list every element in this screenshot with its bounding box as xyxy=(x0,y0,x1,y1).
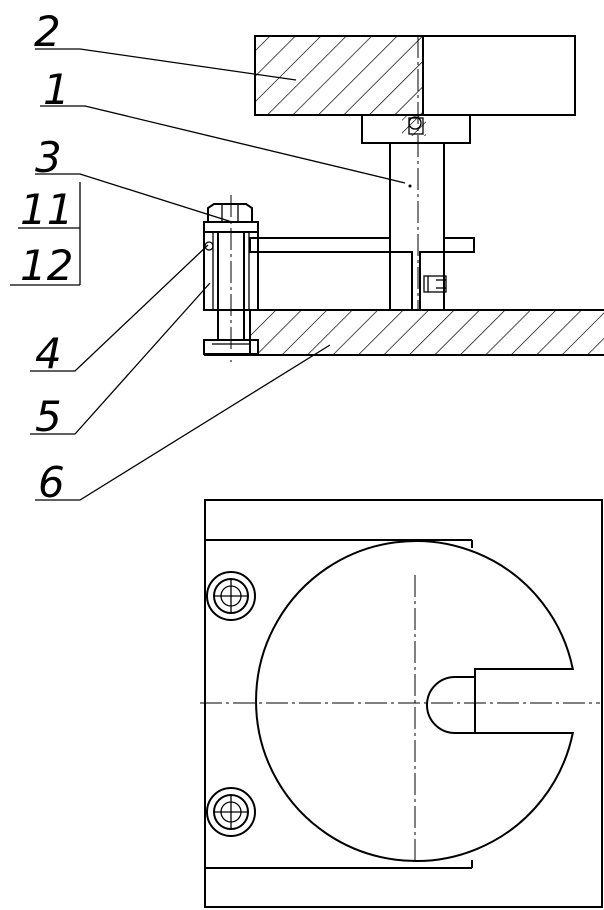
leader-lines xyxy=(10,48,406,501)
callout-1: 1 xyxy=(43,65,70,114)
callout-12: 12 xyxy=(20,241,73,290)
part-6-base-plate xyxy=(204,309,604,356)
part-holder xyxy=(361,114,471,144)
part-2-upper-block xyxy=(254,35,576,116)
bolt-bottom-plan xyxy=(206,787,256,837)
callout-11: 11 xyxy=(20,185,73,234)
callout-3: 3 xyxy=(35,133,62,182)
callout-2: 2 xyxy=(34,7,61,56)
plan-view xyxy=(200,499,603,908)
callout-5: 5 xyxy=(35,392,62,441)
callout-labels: 2 1 3 11 12 4 5 6 xyxy=(20,7,73,507)
plate xyxy=(249,237,475,253)
slotted-disc xyxy=(255,540,575,862)
callout-4: 4 xyxy=(35,329,62,378)
bolt-top-plan xyxy=(206,571,256,621)
callout-6: 6 xyxy=(38,458,65,507)
section-view: 2 1 3 11 12 4 5 6 xyxy=(10,7,604,507)
